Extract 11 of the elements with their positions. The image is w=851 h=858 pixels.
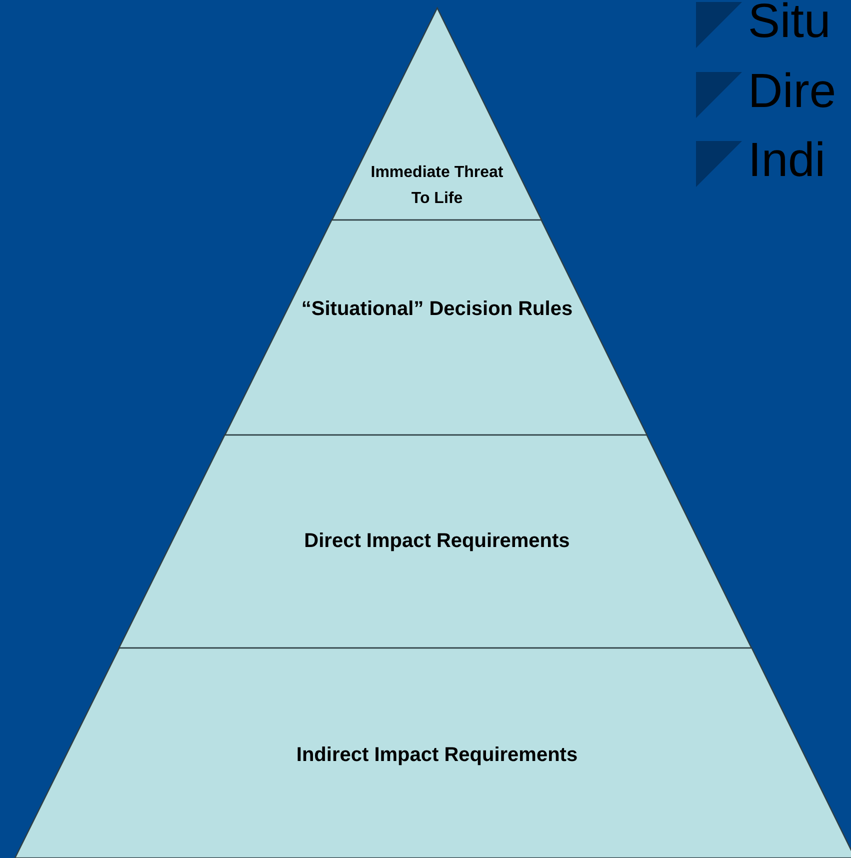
tier-label: Indirect Impact Requirements [295,743,579,768]
tier-label: “Situational” Decision Rules [300,297,574,322]
pyramid-tier [15,648,851,858]
tier-label: Immediate Threat To Life [370,163,504,209]
bullet-text: Dire [748,64,836,120]
tier-label: Direct Impact Requirements [303,529,571,554]
bullet-text: Situ [748,0,831,50]
pyramid-tier [119,435,752,648]
bullet-text: Indi [748,133,826,189]
pyramid-apex [332,8,542,220]
pyramid-tier [225,220,647,435]
